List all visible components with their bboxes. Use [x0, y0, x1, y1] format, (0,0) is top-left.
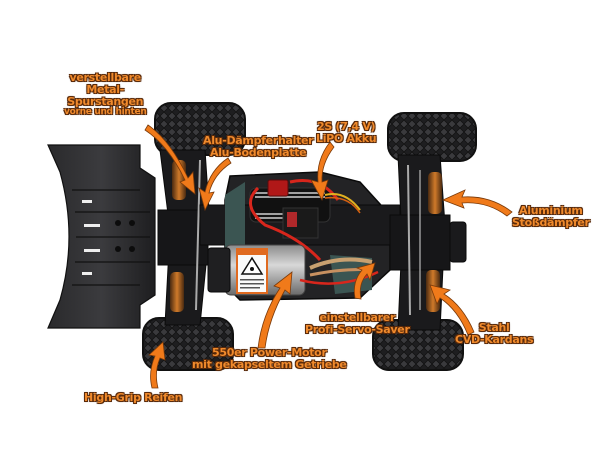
label-cvd-line-2: CVD-Kardans	[455, 332, 534, 346]
label-tie-rods-line-4: vorne und hinten	[64, 106, 147, 117]
battery-esc	[249, 179, 361, 262]
arrow-servo-saver	[353, 262, 376, 300]
label-cvd-line-1: Stahl	[478, 321, 510, 334]
label-tires: High-Grip Reifen	[84, 392, 182, 404]
label-motor: 550er Power-Motor mit gekapseltem Getrie…	[192, 347, 347, 371]
label-battery-line-1: 2S (7,4 V)	[317, 120, 376, 133]
label-damper-mount-line-2: Alu-Bodenplatte	[209, 145, 307, 159]
label-tie-rods-line-1: verstellbare	[69, 71, 141, 84]
arrow-battery	[310, 141, 335, 202]
label-shocks-line-1: Aluminium	[519, 204, 583, 217]
label-motor-line-1: 550er Power-Motor	[212, 346, 327, 359]
arrow-cvd	[429, 284, 475, 336]
label-tie-rods: verstellbare Metal- Spurstangen vorne un…	[64, 71, 147, 117]
annotation-arrows	[144, 124, 513, 389]
label-battery: 2S (7,4 V) LiPO Akku	[316, 120, 377, 145]
arrow-tie-rods	[144, 124, 196, 195]
label-damper-mount: Alu-Dämpferhalter Alu-Bodenplatte	[203, 134, 314, 159]
label-battery-line-2: LiPO Akku	[316, 131, 377, 145]
tire-front-top	[387, 112, 477, 162]
label-tie-rods-line-2: Metal-	[86, 82, 125, 96]
rear-wing	[47, 144, 156, 329]
arrow-motor	[257, 271, 293, 349]
label-motor-line-2: mit gekapseltem Getriebe	[192, 357, 347, 371]
label-shocks-line-2: Stoßdämpfer	[512, 215, 590, 229]
label-cvd: Stahl CVD-Kardans	[455, 321, 534, 346]
label-tires-line-1: High-Grip Reifen	[84, 391, 183, 404]
label-damper-mount-line-1: Alu-Dämpferhalter	[203, 134, 314, 147]
label-servo-saver-line-1: einstellbarer	[319, 311, 396, 324]
arrow-shocks	[441, 189, 513, 217]
label-shocks: Aluminium Stoßdämpfer	[512, 205, 590, 229]
label-tie-rods-line-3: Spurstangen	[67, 94, 144, 108]
arrow-damper-mount	[198, 157, 232, 212]
arrow-tires	[148, 341, 166, 389]
label-servo-saver-line-2: Profi-Servo-Saver	[305, 322, 410, 336]
label-servo-saver: einstellbarer Profi-Servo-Saver	[305, 312, 410, 336]
